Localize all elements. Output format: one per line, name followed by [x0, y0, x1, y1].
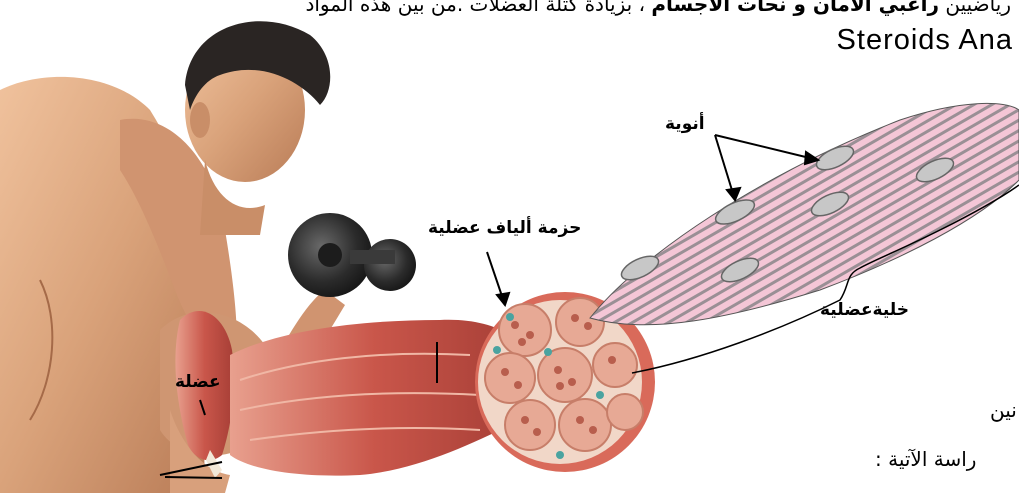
cut-text-line1: نين: [990, 398, 1017, 422]
dumbbell: [288, 213, 416, 297]
label-muscle-cell: خليةعضلية: [820, 300, 909, 320]
label-nuclei: أنوية: [665, 114, 705, 134]
ear: [190, 102, 210, 138]
header-bold: راغبي الأمان و نحات الأجسام: [651, 0, 939, 16]
cut-text-line2: راسة الآتية :: [875, 447, 976, 471]
steroids-text: Steroids Ana: [837, 24, 1013, 57]
label-fiber-bundle: حزمة ألياف عضلية: [428, 218, 581, 238]
label-muscle: عضلة: [175, 372, 221, 392]
header-part2: ، بزيادة كتلة العضلات .من بين هذه المواد: [305, 0, 645, 16]
header-line: رياضيين راغبي الأمان و نحات الأجسام ، بز…: [305, 0, 1011, 16]
header-part1: رياضيين: [945, 0, 1011, 16]
muscle-cell: [590, 103, 1019, 324]
